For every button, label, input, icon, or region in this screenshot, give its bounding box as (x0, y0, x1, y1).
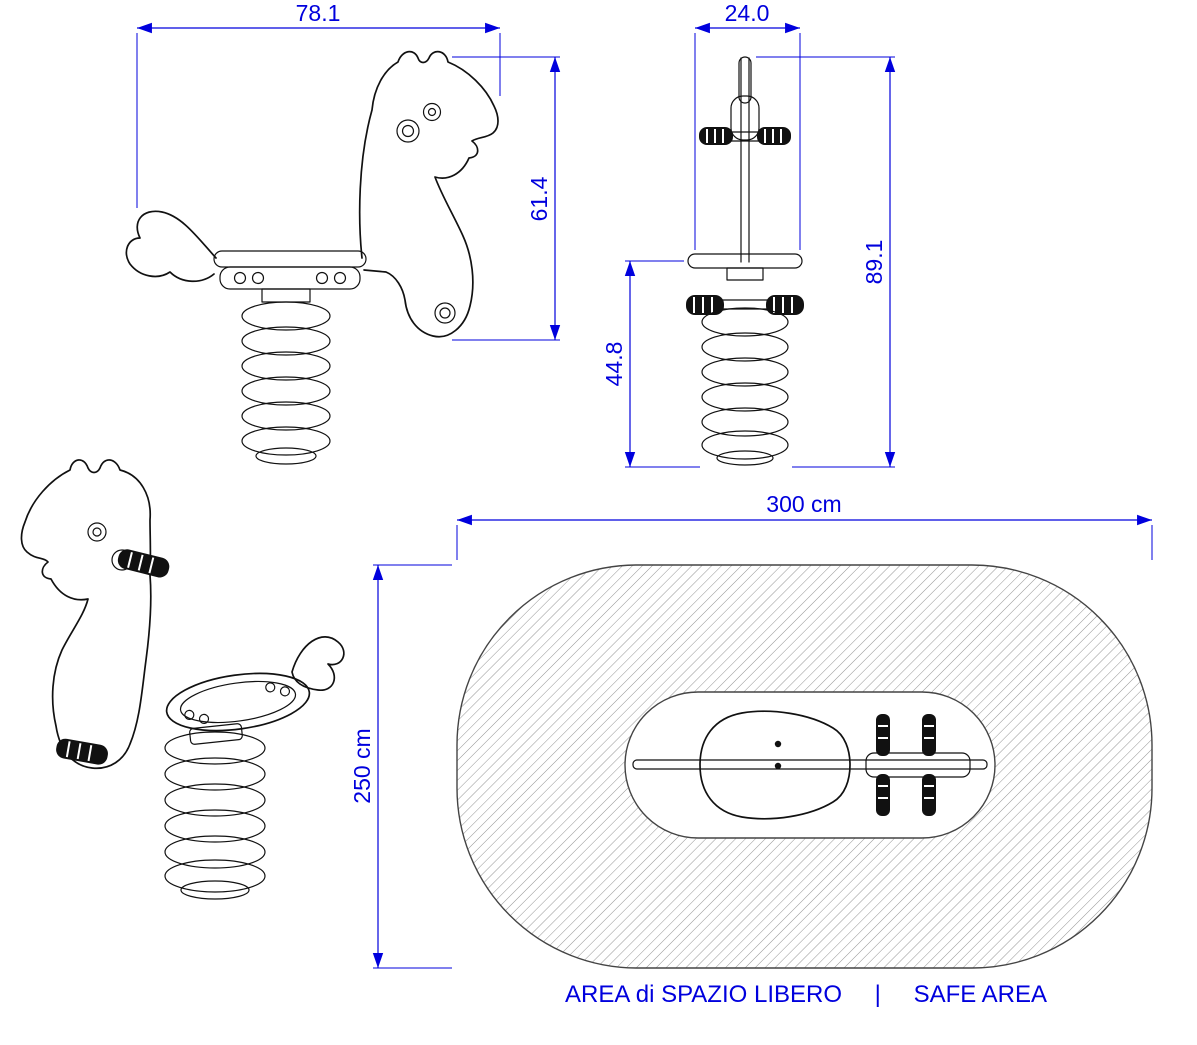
front-width-dimension: 24.0 (694, 0, 801, 250)
side-seat-bolt (333, 271, 347, 285)
iso-eye-inner (92, 527, 102, 537)
front-ear-slab (738, 56, 752, 104)
caption-divider: | (875, 981, 881, 1008)
side-seat-bolt (233, 271, 247, 285)
side-width-label: 78.1 (296, 0, 341, 26)
iso-footrest-grip (56, 738, 108, 765)
isometric-view (20, 459, 345, 900)
plan-bolt-dot (774, 740, 782, 748)
front-footrest (686, 295, 804, 315)
front-seat-bracket (726, 267, 764, 281)
front-spring (701, 307, 789, 466)
iso-spring (164, 723, 266, 900)
front-view: 24.0 89.1 44.8 (601, 0, 896, 468)
plan-width-dimension: 300 cm (456, 491, 1153, 560)
side-handle-hub-outer (396, 119, 420, 143)
caption-italian: AREA di SPAZIO LIBERO (565, 981, 842, 1008)
caption-english: SAFE AREA (914, 981, 1047, 1008)
front-width-label: 24.0 (725, 0, 770, 26)
side-tail-curl (125, 210, 217, 283)
safe-area-hatched-zone (456, 564, 1153, 969)
side-height-label: 61.4 (526, 176, 552, 221)
side-bottom-bolt-inner (439, 307, 451, 319)
side-handle-hub-inner (401, 124, 415, 138)
iso-seat (165, 672, 311, 732)
side-bottom-bolt-outer (434, 302, 456, 324)
plan-seat-body (699, 710, 851, 820)
side-eye-inner (427, 107, 437, 117)
front-total-height-label: 89.1 (861, 240, 887, 285)
side-view: 78.1 61.4 (125, 0, 561, 465)
iso-handle-grip (117, 549, 170, 578)
front-handlebar (699, 127, 791, 145)
plan-depth-dimension: 250 cm (349, 564, 452, 969)
side-seat-plate (213, 250, 367, 268)
front-lower-height-dimension: 44.8 (601, 260, 700, 468)
plan-bolt-dot (774, 762, 782, 770)
front-lower-height-label: 44.8 (601, 342, 627, 387)
plan-width-label: 300 cm (766, 491, 841, 517)
front-seat-plate (687, 253, 803, 269)
plan-footrest-bar (632, 759, 988, 770)
front-total-height-dimension: 89.1 (756, 56, 896, 468)
side-spring (241, 288, 331, 465)
side-width-dimension: 78.1 (136, 0, 501, 208)
front-head-knob (730, 95, 760, 141)
side-horse-outline (358, 50, 499, 338)
safe-area-plan: 300 cm 250 cm AREA di SPAZIO LIBERO | SA… (349, 491, 1153, 1008)
plan-grips (876, 714, 936, 816)
side-seat-bolt (315, 271, 329, 285)
plan-depth-label: 250 cm (349, 728, 375, 803)
iso-tail-curl (291, 636, 345, 691)
plan-rider-top-view (632, 710, 988, 820)
iso-horse-outline (20, 459, 152, 770)
safe-area-caption: AREA di SPAZIO LIBERO | SAFE AREA (565, 981, 1047, 1008)
iso-eye-outer (87, 522, 107, 542)
side-seat-bolt (251, 271, 265, 285)
side-height-dimension: 61.4 (452, 56, 561, 341)
side-eye-outer (422, 102, 442, 122)
plan-handle-plate (865, 752, 971, 778)
side-seat-bracket (219, 266, 361, 290)
